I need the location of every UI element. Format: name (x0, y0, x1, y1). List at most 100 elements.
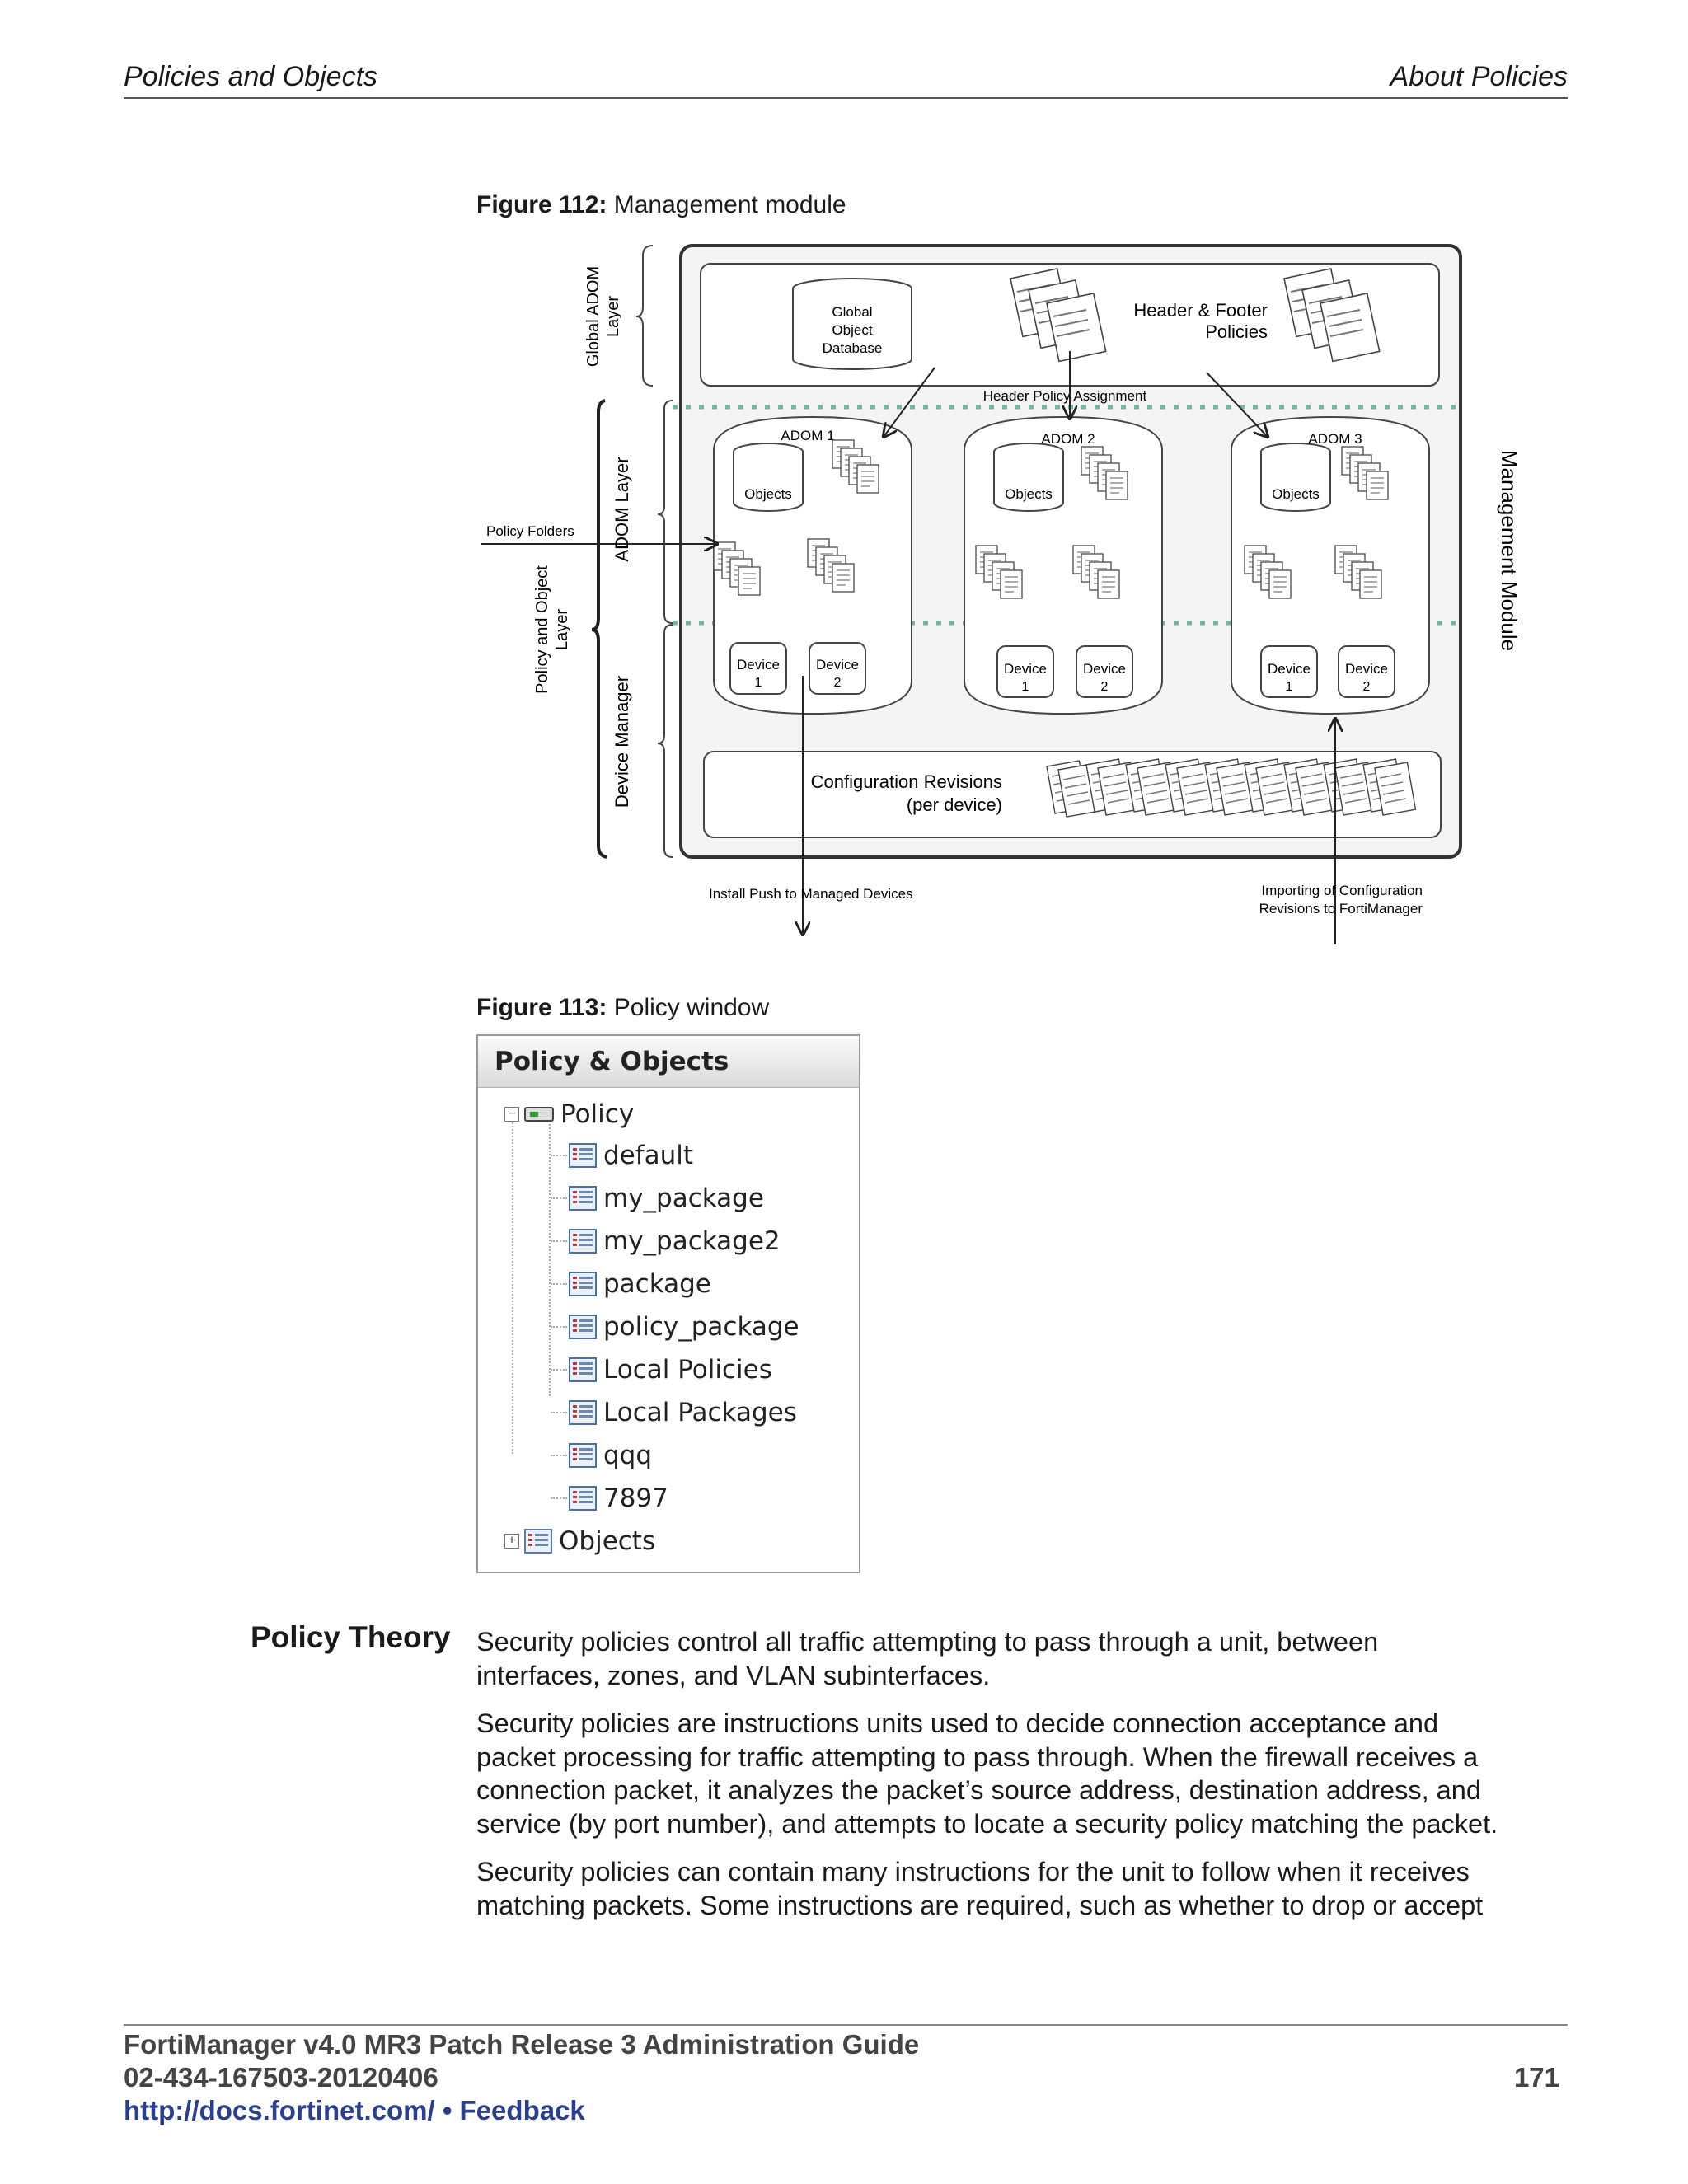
header-footer-label-2: Policies (1205, 321, 1268, 342)
package-label: my_package2 (603, 1226, 781, 1256)
footer-rule (124, 2024, 1568, 2026)
footer-links: http://docs.fortinet.com/ • Feedback (124, 2095, 585, 2126)
figure-113-title: Policy window (613, 994, 770, 1021)
footer-title: FortiManager v4.0 MR3 Patch Release 3 Ad… (124, 2029, 920, 2060)
page-number: 171 (1513, 2062, 1559, 2093)
text-line: matching packets. Some instructions are … (476, 1890, 1484, 1920)
policy-package-icon (569, 1186, 597, 1211)
header-footer-label-1: Header & Footer (1133, 300, 1268, 321)
figure-113-caption: Figure 113: Policy window (476, 994, 769, 1022)
revision-stack (1046, 758, 1417, 818)
package-label: Local Packages (603, 1398, 797, 1427)
config-revisions-label-2: (per device) (907, 794, 1002, 815)
figure-113-label: Figure 113: (476, 994, 607, 1021)
svg-text:ADOM 3: ADOM 3 (1308, 431, 1362, 447)
tree-package-row[interactable]: Local Packages (551, 1396, 797, 1429)
svg-text:1: 1 (755, 676, 762, 690)
policy-window: Policy & Objects − Policy default my_pac… (476, 1034, 860, 1573)
package-label: package (603, 1269, 711, 1299)
tree-package-row[interactable]: policy_package (551, 1310, 799, 1343)
policy-object-layer-label-2: Layer (553, 609, 571, 650)
svg-text:Objects: Objects (744, 486, 792, 502)
text-line: packet processing for traffic attempting… (476, 1741, 1479, 1772)
global-db-label-1: Global (832, 304, 872, 320)
collapse-icon[interactable]: − (504, 1107, 519, 1122)
package-label: my_package (603, 1183, 764, 1213)
svg-text:Device: Device (1083, 661, 1126, 677)
package-label: policy_package (603, 1312, 799, 1342)
figure-112-label: Figure 112: (476, 191, 607, 218)
tree-package-row[interactable]: default (551, 1139, 693, 1172)
policy-package-icon (569, 1229, 597, 1254)
tree-package-row[interactable]: Local Policies (551, 1353, 772, 1386)
svg-text:Device: Device (1345, 661, 1388, 677)
tree-node-objects[interactable]: + Objects (504, 1525, 655, 1558)
tree-node-label: Objects (559, 1526, 656, 1556)
tree-package-row[interactable]: 7897 (551, 1482, 668, 1515)
management-module-diagram: Global Object Database Header & Footer P… (481, 244, 1522, 944)
svg-text:Device: Device (1004, 661, 1047, 677)
svg-text:1: 1 (1022, 680, 1029, 694)
package-label: Local Policies (603, 1355, 772, 1385)
management-module-label: Management Module (1497, 450, 1522, 651)
svg-text:Objects: Objects (1272, 486, 1320, 502)
text-line: connection packet, it analyzes the packe… (476, 1775, 1481, 1805)
device-manager-label: Device Manager (612, 676, 632, 808)
footer-doc-id: 02-434-167503-20120406 (124, 2062, 438, 2093)
text-line: Security policies control all traffic at… (476, 1627, 1379, 1657)
adom-2: ADOM 2 Objects Device 1 Device 2 (964, 415, 1163, 715)
tree-node-policy[interactable]: − Policy (504, 1098, 634, 1131)
svg-text:2: 2 (1101, 680, 1109, 694)
package-label: 7897 (603, 1483, 668, 1513)
global-db-label-2: Object (832, 322, 872, 338)
firewall-icon (524, 1107, 554, 1122)
svg-text:2: 2 (1363, 680, 1371, 694)
tree-package-row[interactable]: my_package2 (551, 1225, 781, 1258)
policy-package-icon (569, 1143, 597, 1168)
running-header-right: About Policies (1390, 61, 1568, 92)
header-rule (124, 97, 1568, 99)
adom-3: ADOM 3 Objects Device 1 Device 2 (1231, 415, 1430, 715)
config-revisions-label-1: Configuration Revisions (811, 771, 1002, 792)
tree-package-row[interactable]: package (551, 1268, 711, 1301)
text-line: Security policies are instructions units… (476, 1708, 1439, 1738)
section-heading: Policy Theory (251, 1620, 451, 1654)
expand-icon[interactable]: + (504, 1534, 519, 1549)
importing-label-1: Importing of Configuration (1261, 883, 1423, 898)
adom-1: ADOM 1 Objects Device 1 Device 2 (713, 415, 912, 715)
svg-text:ADOM 2: ADOM 2 (1041, 431, 1095, 447)
policy-window-title: Policy & Objects (478, 1036, 859, 1088)
tree-node-label: Policy (560, 1099, 635, 1129)
svg-text:Device: Device (1268, 661, 1311, 677)
policy-package-icon (569, 1400, 597, 1425)
svg-text:ADOM 1: ADOM 1 (781, 428, 834, 443)
footer-separator: • (434, 2095, 460, 2125)
adom-layer-label: ADOM Layer (612, 457, 632, 561)
svg-text:Device: Device (737, 657, 780, 673)
running-header-left: Policies and Objects (124, 61, 378, 92)
figure-112-title: Management module (613, 191, 846, 218)
global-adom-layer-label-1: Global ADOM (584, 266, 603, 367)
objects-icon (524, 1529, 552, 1554)
package-label: qqq (603, 1441, 653, 1470)
importing-label-2: Revisions to FortiManager (1259, 901, 1423, 916)
paragraph: Security policies can contain many instr… (476, 1855, 1548, 1922)
policy-object-layer-label-1: Policy and Object (533, 565, 551, 694)
text-line: Security policies can contain many instr… (476, 1857, 1470, 1886)
tree-package-row[interactable]: my_package (551, 1182, 764, 1215)
policy-folders-label: Policy Folders (486, 523, 574, 539)
feedback-link[interactable]: Feedback (459, 2095, 585, 2125)
policy-package-icon (569, 1272, 597, 1296)
tree-package-row[interactable]: qqq (551, 1439, 652, 1472)
global-db-label-3: Database (823, 340, 883, 356)
policy-package-icon (569, 1443, 597, 1468)
docs-link[interactable]: http://docs.fortinet.com/ (124, 2095, 435, 2125)
svg-text:Device: Device (816, 657, 859, 673)
package-label: default (603, 1141, 694, 1170)
header-policy-assignment-label: Header Policy Assignment (983, 388, 1147, 404)
svg-text:2: 2 (834, 676, 842, 690)
paragraph: Security policies control all traffic at… (476, 1625, 1548, 1692)
svg-text:Objects: Objects (1005, 486, 1053, 502)
install-push-label: Install Push to Managed Devices (709, 886, 913, 902)
policy-package-icon (569, 1315, 597, 1339)
